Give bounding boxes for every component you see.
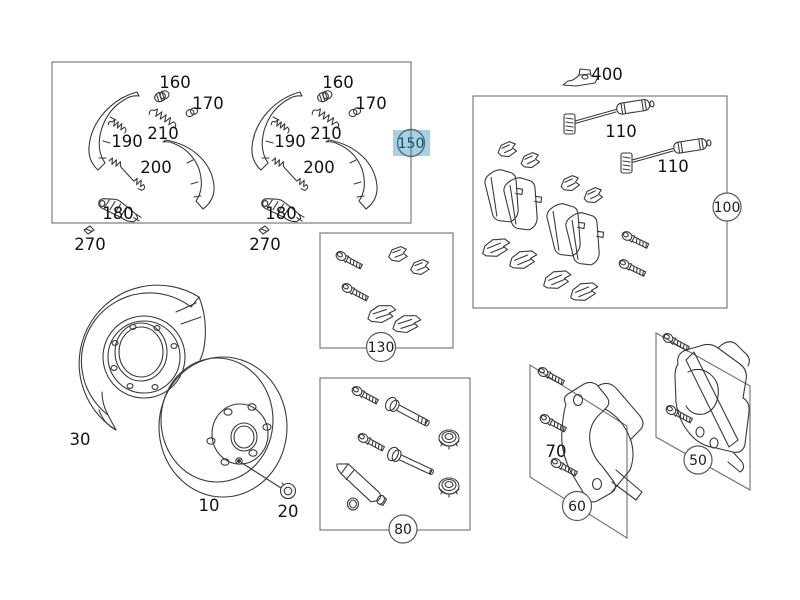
badge-circle-100 <box>712 192 742 222</box>
dust-shield-icon <box>78 284 206 431</box>
badge-text-100: 100 <box>714 200 741 216</box>
brake-pads-pair2-icon <box>544 199 610 269</box>
part-label-170-right[interactable]: 170 <box>355 94 387 113</box>
retainer-clip-left-icon <box>83 225 95 235</box>
part-badge-80[interactable]: 80 <box>388 514 418 544</box>
part-label-110-bottom[interactable]: 110 <box>657 157 689 176</box>
part-label-270-left[interactable]: 270 <box>74 235 106 254</box>
badge-text-80: 80 <box>394 522 412 538</box>
part-label-20[interactable]: 20 <box>278 502 299 521</box>
part-label-210-left[interactable]: 210 <box>147 124 179 143</box>
badge-text-130: 130 <box>368 340 395 356</box>
part-label-190-right[interactable]: 190 <box>274 132 306 151</box>
part-label-400[interactable]: 400 <box>591 65 623 84</box>
badge-text-150: 150 <box>398 136 425 152</box>
pad-spring-clips-icon <box>479 139 605 305</box>
badge-circle-130 <box>365 331 397 363</box>
part-label-180-right[interactable]: 180 <box>265 204 297 223</box>
part-badge-130[interactable]: 130 <box>365 331 397 363</box>
badge-circle-80 <box>388 514 418 544</box>
part-badge-100[interactable]: 100 <box>712 192 742 222</box>
brake-caliper-icon <box>674 341 750 473</box>
part-label-110-top[interactable]: 110 <box>605 122 637 141</box>
part-label-200-right[interactable]: 200 <box>303 158 335 177</box>
carrier-group-frame <box>529 364 628 539</box>
brake-disc-icon <box>158 356 288 498</box>
part-label-180-left[interactable]: 180 <box>102 204 134 223</box>
part-label-210-right[interactable]: 210 <box>310 124 342 143</box>
part-label-190-left[interactable]: 190 <box>111 132 143 151</box>
part-label-200-left[interactable]: 200 <box>140 158 172 177</box>
mount-kit-parts-icon <box>334 244 432 336</box>
part-label-30[interactable]: 30 <box>70 430 91 449</box>
mount-kit-box <box>319 232 454 349</box>
retainer-clip-right-icon <box>258 225 270 235</box>
part-label-70[interactable]: 70 <box>546 442 567 461</box>
part-label-170-left[interactable]: 170 <box>192 94 224 113</box>
disc-lock-screw-icon <box>279 482 297 500</box>
part-label-160-right[interactable]: 160 <box>322 73 354 92</box>
part-badge-50[interactable]: 50 <box>683 445 713 475</box>
pad-kit-box <box>472 95 728 309</box>
badge-text-50: 50 <box>689 453 707 469</box>
badge-circle-50 <box>683 445 713 475</box>
badge-circle-150 <box>396 128 426 158</box>
badge-circle-60 <box>561 490 593 522</box>
part-badge-60[interactable]: 60 <box>561 490 593 522</box>
brake-pads-pair1-icon <box>482 165 548 234</box>
pad-kit-bolts-icon <box>617 229 651 279</box>
part-label-10[interactable]: 10 <box>199 496 220 515</box>
mounting-bracket-icon <box>562 68 599 87</box>
part-label-160-left[interactable]: 160 <box>159 73 191 92</box>
caliper-carrier-icon <box>561 381 644 503</box>
guide-kit-parts-icon <box>336 384 460 511</box>
badge-text-60: 60 <box>568 499 586 515</box>
part-badge-150[interactable]: 150 <box>393 124 430 162</box>
caliper-group-frame <box>655 332 751 491</box>
part-label-270-right[interactable]: 270 <box>249 235 281 254</box>
